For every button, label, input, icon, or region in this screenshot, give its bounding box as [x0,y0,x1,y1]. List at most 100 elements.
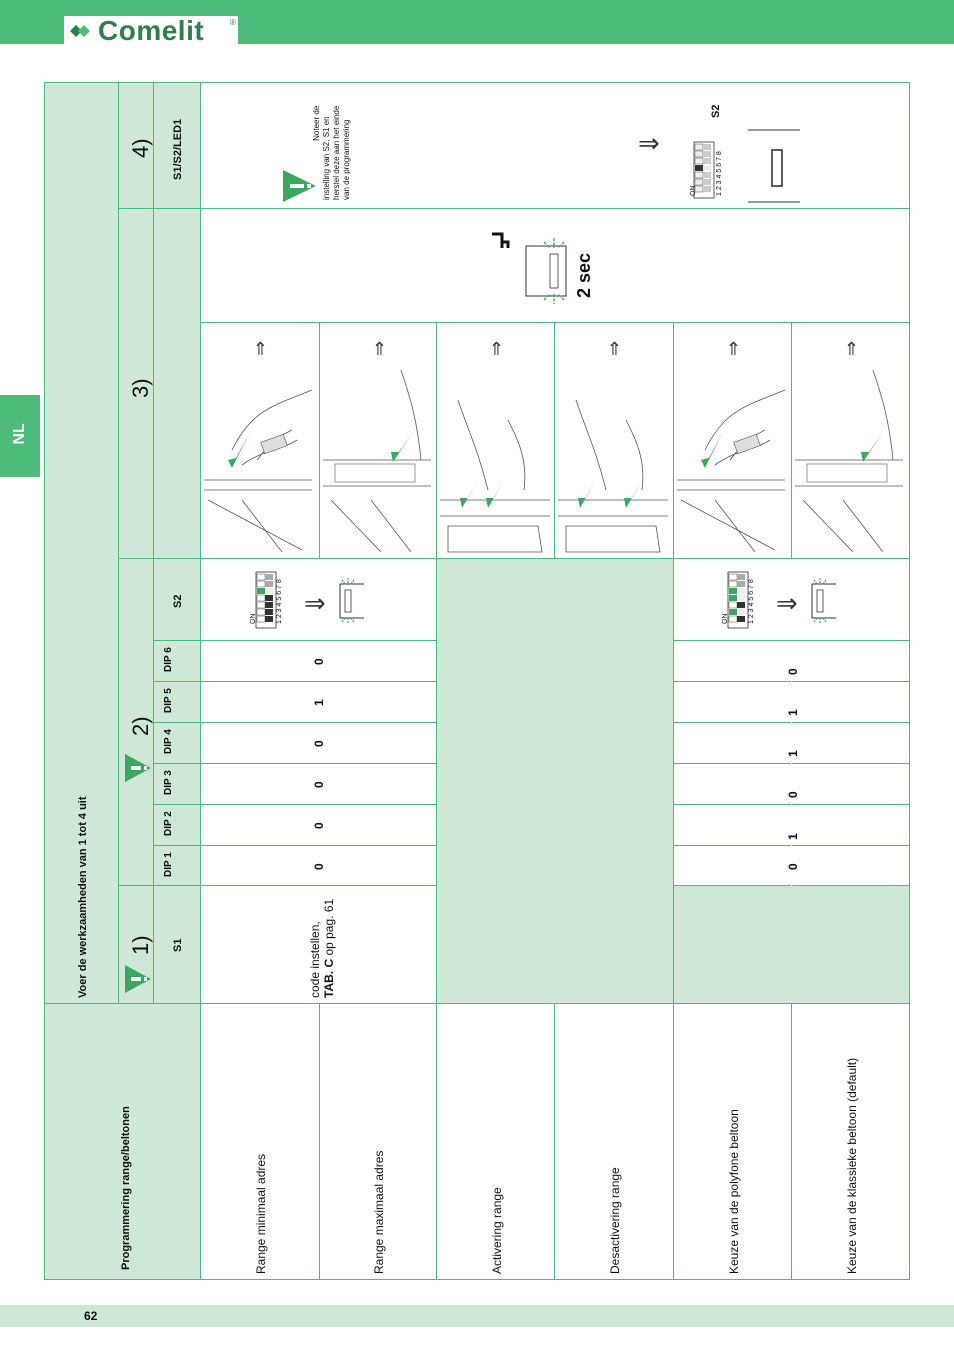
dip1-value: 0 [786,863,800,870]
dip-cell [200,763,437,805]
s2-label: S2 [710,104,722,118]
warning-icon [125,965,151,993]
warning-icon [283,170,316,202]
led-timer-cell [200,208,910,323]
dip-switch-icon [693,141,715,199]
note-line4: van de programmering [342,119,351,200]
svg-text:⇒: ⇒ [841,341,862,356]
row-label-cell [673,1003,792,1280]
col-header-s1 [153,885,201,1004]
step3-label: 3) [128,378,153,398]
left-header-cell [44,1003,201,1280]
switch-numbers: 1 2 3 4 5 6 7 8 [716,151,723,196]
col-header-step3 [153,208,201,559]
row-label: Range maximaal adres [372,1150,386,1274]
dip2-value: 1 [786,833,800,840]
step4-label: 4) [128,138,153,158]
svg-text:⇒: ⇒ [604,341,625,356]
dip4-value: 1 [786,750,800,757]
hand-press-two-buttons-illustration: ⇒ [558,341,668,553]
col-header-dip4-label: DIP 4 [163,729,174,754]
row-label-cell [436,1003,555,1280]
col-header-s1s2led1-label: S1/S2/LED1 [172,118,184,180]
dip5-value: 1 [312,699,326,706]
illustration-cell [791,322,910,559]
col-header-dip6 [153,640,201,682]
empty-block [436,558,674,1004]
svg-text:⇒: ⇒ [486,341,507,356]
empty-block [673,885,910,1004]
warning-icon [125,754,151,782]
step3-header [118,208,154,559]
step4-header [118,82,154,209]
col-header-dip5-label: DIP 5 [163,688,174,713]
col-header-dip5 [153,681,201,723]
dip3-value: 0 [786,791,800,798]
col-header-dip4 [153,722,201,764]
row-label-cell [319,1003,437,1280]
note-line2: instelling van S2, S1 en [322,116,331,200]
dip6-value: 0 [786,668,800,675]
step1-label: 1) [128,935,153,955]
comelit-logo-icon [70,25,90,37]
dip3-value: 0 [312,781,326,788]
dip-switch-icon [255,571,277,629]
page-number: 62 [84,1309,98,1323]
switch-on-label: ON [690,185,697,197]
dip-cell [200,640,437,682]
s1-instruction-cell [200,885,437,1004]
col-header-s1-label: S1 [172,938,184,952]
illustration-cell [554,322,674,559]
switch-numbers: 1 2 3 4 5 6 7 8 [276,579,283,624]
s1-instruction-bold: TAB. C [322,958,336,998]
s2-cell [673,558,910,641]
col-header-dip2-label: DIP 2 [163,811,174,836]
hand-press-two-buttons-illustration: ⇒ [440,341,550,553]
row-label: Desactivering range [608,1167,622,1274]
device-panel-icon [748,129,800,203]
svg-text:⇒: ⇒ [250,341,271,356]
note-line3: herstel deze aan het einde [332,105,341,200]
brand-logo: Comelit ® [64,16,238,46]
s1-instruction-line1: code instellen, [308,921,322,998]
svg-text:⇒: ⇒ [369,341,390,356]
col-header-dip2 [153,804,201,846]
logo-text: Comelit [98,15,205,46]
row-label: Keuze van de polyfone beltoon [727,1109,741,1274]
row-label: Range minimaal adres [254,1153,268,1274]
led-blink-icon [811,578,836,624]
row-label-cell [791,1003,910,1280]
dip1-value: 0 [312,863,326,870]
language-tab-label: NL [11,423,28,445]
step2-label: 2) [128,716,153,736]
s1-instruction-line2: op pag. 61 [322,898,336,959]
led-blink-icon [339,578,364,624]
illustration-cell [673,322,792,559]
dip5-value: 1 [786,709,800,716]
col-header-dip3 [153,763,201,805]
col-header-s2 [153,558,201,641]
svg-text:⇒: ⇒ [723,341,744,356]
dip4-value: 0 [312,740,326,747]
left-header-title: Programmering range/beltonen [120,1106,132,1270]
dip2-value: 0 [312,822,326,829]
right-arrow-icon: ⇒ [304,588,326,618]
s1-instruction: code instellen, TAB. C op pag. 61 [308,899,336,998]
illustration-cell [200,322,320,559]
col-header-dip6-label: DIP 6 [163,647,174,672]
timer-label: 2 sec [574,252,594,298]
switch-on-label: ON [722,613,729,625]
col-header-dip3-label: DIP 3 [163,770,174,795]
beep-icon [492,232,510,248]
led-blink-icon [525,238,567,304]
language-tab: NL [0,395,40,477]
dip6-value: 0 [312,658,326,665]
hand-press-button-illustration: ⇒ [677,341,786,553]
right-header-title: Voer de werkzaamheden van 1 tot 4 uit [77,796,89,998]
col-header-dip1 [153,845,201,886]
illustration-cell [319,322,437,559]
right-arrow-icon: ⇒ [638,128,660,158]
step4-content-cell [200,82,910,209]
switch-numbers: 1 2 3 4 5 6 7 8 [748,579,755,624]
s2-cell [200,558,437,641]
